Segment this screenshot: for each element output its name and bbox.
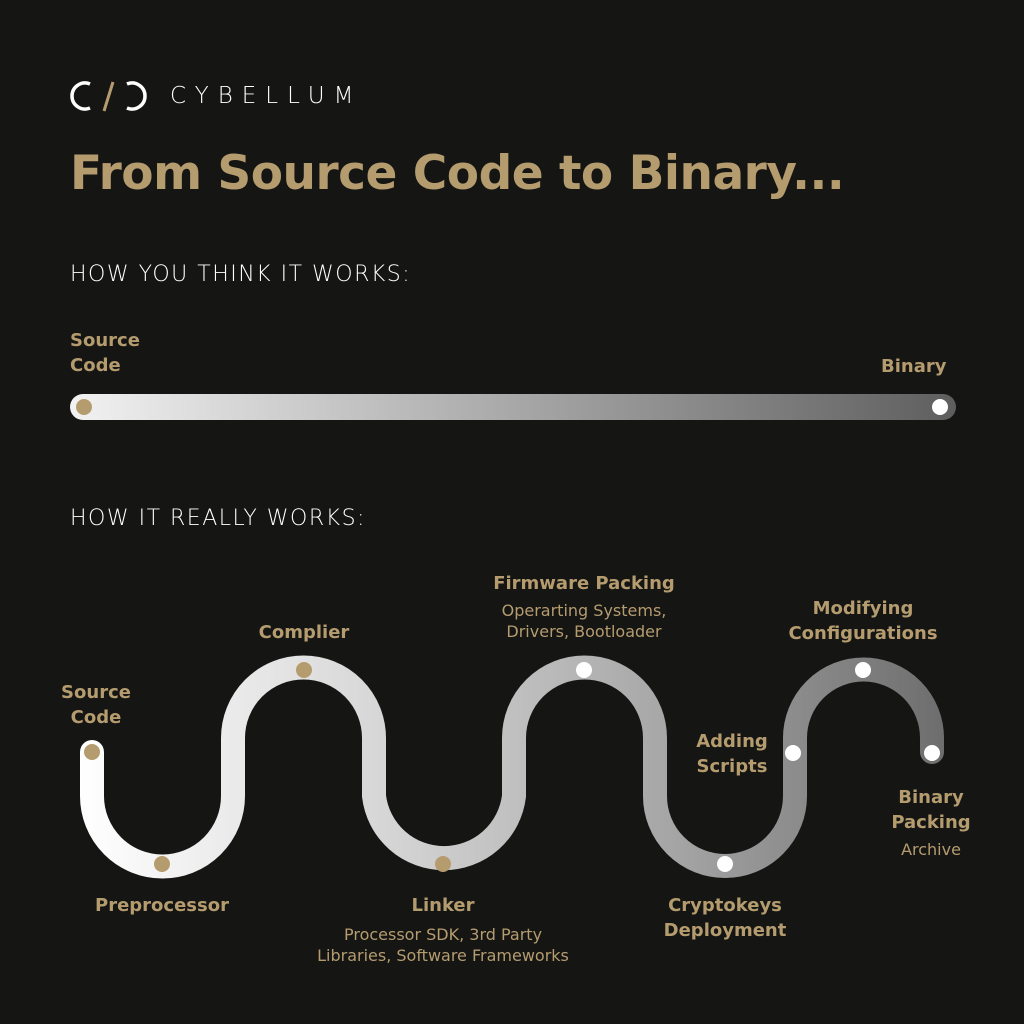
step-label-compiler: Complier	[258, 622, 350, 643]
step-binary-packing: Binary Packing Archive	[880, 785, 982, 860]
step-sub-linker-line2: Libraries, Software Frameworks	[317, 946, 569, 965]
step-dot-cryptokeys-icon	[717, 856, 733, 872]
step-dot-adding-scripts-icon	[785, 745, 801, 761]
section-heading-really: HOW IT REALLY WORKS:	[70, 506, 366, 531]
simple-start-label-line2: Code	[70, 355, 121, 376]
step-label-line: Binary	[898, 787, 964, 808]
simple-start-label-line1: Source	[70, 330, 140, 351]
step-dot-modifying-config-icon	[855, 662, 871, 678]
step-dot-preprocessor-icon	[154, 856, 170, 872]
step-label-line: Configurations	[788, 623, 938, 644]
step-label-line: Scripts	[696, 756, 768, 777]
step-sub-linker-line1: Processor SDK, 3rd Party	[343, 925, 543, 944]
step-label-line: Code	[70, 707, 122, 728]
step-dot-source-code-icon	[84, 744, 100, 760]
cybellum-logo-mark-icon	[70, 81, 147, 112]
step-dot-compiler-icon	[296, 662, 312, 678]
step-label-adding-scripts: Adding Scripts	[680, 729, 784, 779]
real-process-wave	[80, 655, 944, 879]
step-label-source-code: Source Code	[46, 680, 146, 730]
start-dot-icon	[76, 399, 92, 415]
simple-progress-bar	[70, 394, 956, 420]
step-linker: Linker Processor SDK, 3rd Party Librarie…	[263, 893, 623, 966]
brand-logo: CYBELLUM	[70, 78, 362, 114]
section-heading-think: HOW YOU THINK IT WORKS:	[70, 262, 412, 287]
step-dot-firmware-packing-icon	[576, 662, 592, 678]
step-dot-linker-icon	[435, 856, 451, 872]
step-label-line: Modifying	[812, 598, 914, 619]
step-firmware-packing: Firmware Packing Operarting Systems, Dri…	[454, 571, 714, 642]
step-label-linker: Linker	[411, 895, 475, 916]
step-label-modifying-config: Modifying Configurations	[768, 596, 958, 646]
step-label-preprocessor: Preprocessor	[95, 895, 229, 916]
step-sub-firmware-line1: Operarting Systems,	[501, 601, 667, 620]
step-label-line: Cryptokeys	[668, 895, 782, 916]
simple-start-label: Source Code	[70, 328, 140, 378]
step-sub-binary-packing: Archive	[901, 840, 961, 859]
brand-name: CYBELLUM	[170, 83, 363, 109]
simple-end-label: Binary	[881, 356, 947, 377]
step-label-line: Source	[61, 682, 131, 703]
page-title: From Source Code to Binary...	[70, 146, 845, 201]
step-label-line: Packing	[891, 812, 971, 833]
step-label-firmware-packing: Firmware Packing	[493, 573, 675, 594]
step-sub-firmware-line2: Drivers, Bootloader	[506, 622, 662, 641]
end-dot-icon	[932, 399, 948, 415]
step-label-cryptokeys: Cryptokeys Deployment	[640, 893, 810, 943]
step-dot-binary-packing-icon	[924, 745, 940, 761]
step-label-line: Adding	[696, 731, 768, 752]
step-label-line: Deployment	[663, 920, 787, 941]
